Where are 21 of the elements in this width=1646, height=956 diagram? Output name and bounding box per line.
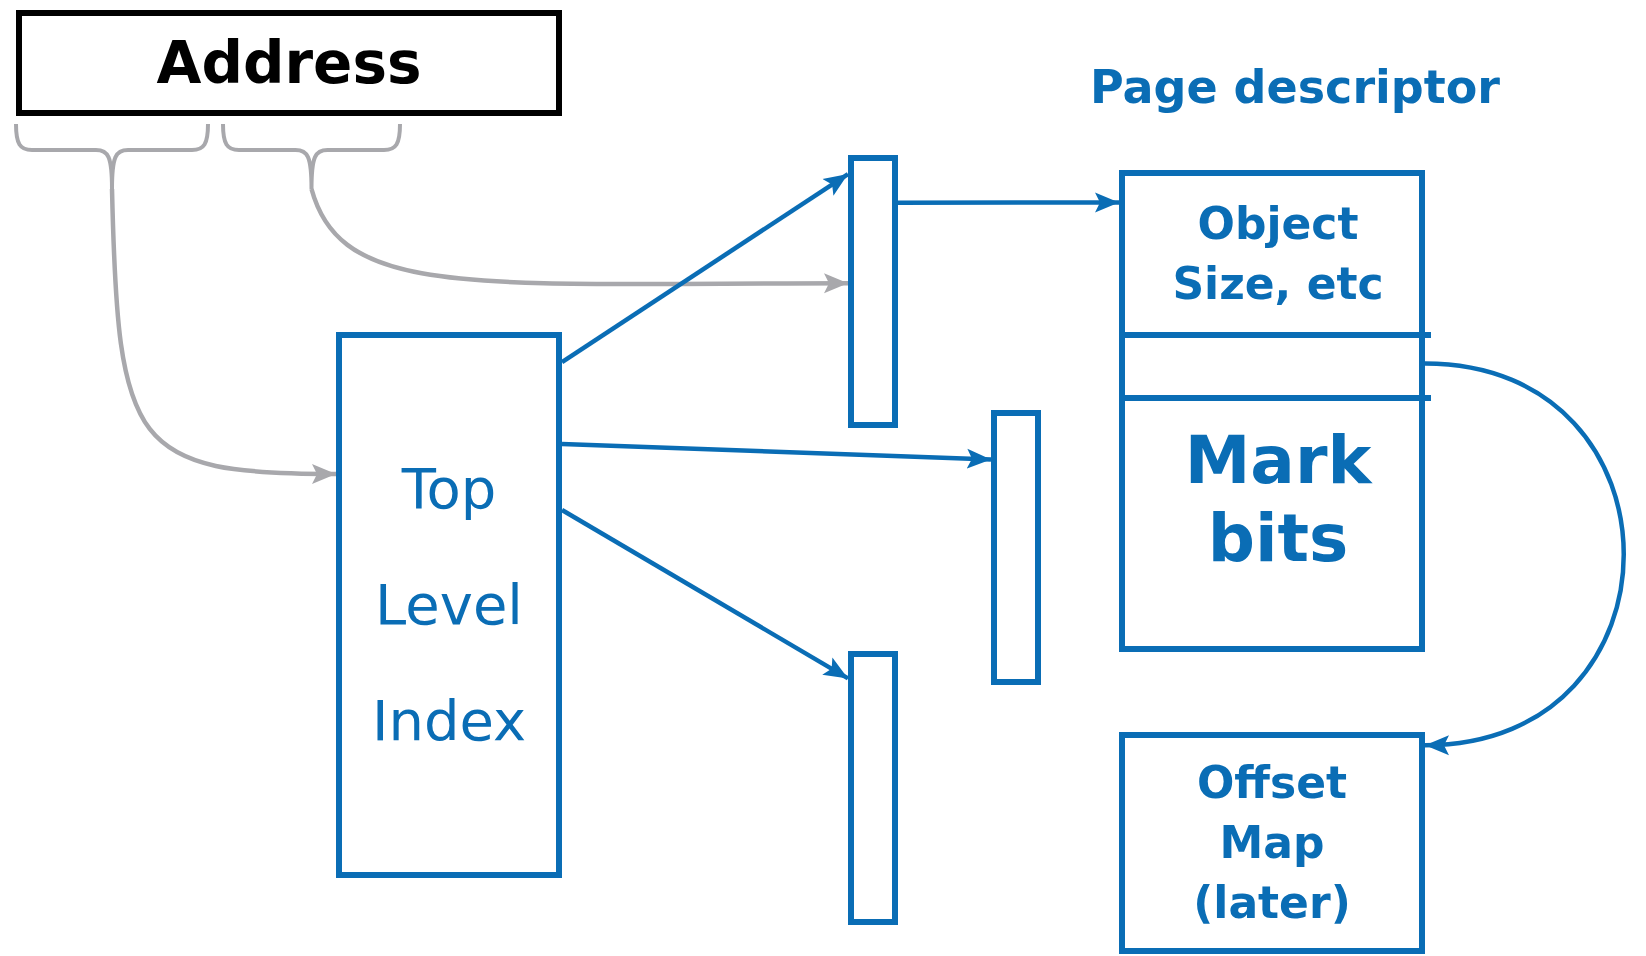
arrow	[560, 172, 850, 364]
heading: Page descriptor	[1088, 60, 1502, 114]
box-label: Top Level Index	[370, 455, 528, 755]
index-box	[336, 332, 562, 878]
box-label: Mark bits	[1183, 421, 1373, 578]
address-box	[16, 10, 562, 116]
arrow	[898, 192, 1119, 213]
arrow	[560, 508, 850, 681]
table-box	[848, 651, 898, 925]
offset-map-box	[1119, 732, 1425, 954]
table-box	[991, 410, 1041, 685]
box-label: Offset Map (later)	[1192, 756, 1352, 930]
arrow	[1424, 361, 1626, 753]
arrow	[561, 441, 992, 469]
arrow	[309, 188, 848, 294]
curly-brace	[14, 124, 210, 189]
title: Address	[156, 29, 422, 97]
curly-brace	[221, 124, 402, 189]
table-box	[848, 155, 898, 428]
box-label: Object Size, etc	[1171, 197, 1385, 311]
arrow	[109, 188, 337, 484]
